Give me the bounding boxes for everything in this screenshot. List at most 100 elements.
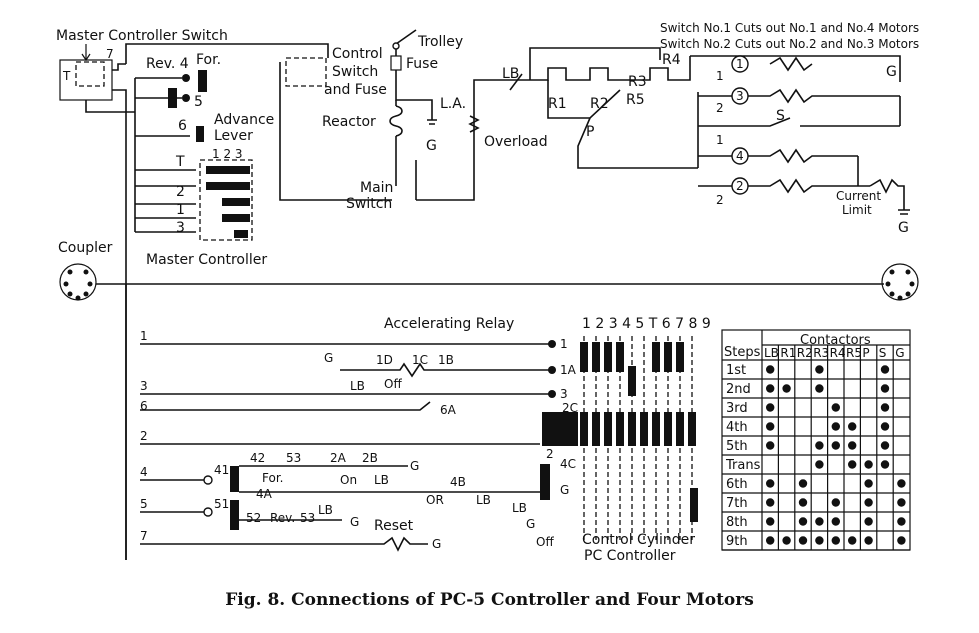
c52-label: 52 xyxy=(246,511,261,525)
c4a-label: 4A xyxy=(256,487,273,501)
lb-label: LB xyxy=(502,66,519,82)
c2a-label: 2A xyxy=(330,451,347,465)
contactor-on-dot xyxy=(880,441,890,450)
step-label: 3rd xyxy=(726,401,748,416)
m4-num: 4 xyxy=(736,149,744,163)
contactor-on-dot xyxy=(766,365,775,374)
c41-label: 41 xyxy=(214,463,229,477)
rev4-label: Rev. 4 xyxy=(146,56,189,72)
lb-ctl4-label: LB xyxy=(512,501,527,515)
contactor-on-dot xyxy=(766,403,775,412)
c51-label: 51 xyxy=(214,497,229,511)
r2-label: R2 xyxy=(590,96,609,112)
la-ground-label: G xyxy=(426,138,437,154)
c4c-label: 4C xyxy=(560,457,576,471)
reactor-label: Reactor xyxy=(322,114,376,130)
for-label: For. xyxy=(196,52,221,68)
c1c-label: 1C xyxy=(412,353,428,367)
wire3-label: 3 xyxy=(140,379,148,393)
rev-label: Rev. xyxy=(270,511,295,525)
c4b-label: 4B xyxy=(450,475,466,489)
contactor-on-dot xyxy=(864,460,873,469)
g-ctl2-label: G xyxy=(410,459,419,473)
lb-ctl2-label: LB xyxy=(374,473,389,487)
g-ctl5-label: G xyxy=(432,537,441,551)
c2c-label: 2C xyxy=(562,401,578,415)
c3-label: 3 xyxy=(560,387,568,401)
r4-label: R4 xyxy=(662,52,681,68)
contactor-col-r5: R5 xyxy=(846,346,862,360)
contactor-on-dot xyxy=(766,498,775,507)
for-ctl-label: For. xyxy=(262,471,283,485)
main-label: Main xyxy=(360,180,393,196)
contactor-on-dot xyxy=(831,498,840,507)
control-label: Control xyxy=(332,46,383,62)
off2-label: Off xyxy=(536,535,554,549)
m2b-label: 2 xyxy=(716,193,724,207)
cyl-cols-label: 1 2 3 4 5 T 6 7 8 9 xyxy=(582,316,711,332)
c6a-label: 6A xyxy=(440,403,457,417)
m1-num: 1 xyxy=(736,57,744,71)
contactor-on-dot xyxy=(880,422,890,431)
contactor-col-lb: LB xyxy=(764,346,779,360)
lb-ctl5-label: LB xyxy=(318,503,333,517)
c1-label: 1 xyxy=(560,337,568,351)
trolley-label: Trolley xyxy=(417,34,463,50)
m4-label: 1 xyxy=(716,133,724,147)
m3-num: 3 xyxy=(736,89,744,103)
contactor-on-dot xyxy=(897,479,906,488)
step-label: 4th xyxy=(726,420,748,435)
contactor-on-dot xyxy=(766,384,775,393)
contactor-on-dot xyxy=(766,517,775,526)
or-label: OR xyxy=(426,493,444,507)
contactor-on-dot xyxy=(897,517,906,526)
step-label: 7th xyxy=(726,496,748,511)
master-controller-contacts: Rev. 4 For. 5 6 Advance Lever 1 2 3 T 2 … xyxy=(134,52,274,268)
steps-header: Steps xyxy=(724,345,761,360)
contactor-on-dot xyxy=(880,403,890,412)
wire1-label: 1 xyxy=(140,329,148,343)
c1d-label: 1D xyxy=(376,353,393,367)
step-label: 9th xyxy=(726,534,748,549)
step-label: 8th xyxy=(726,515,748,530)
c2-label: 2 xyxy=(546,447,554,461)
contactor-col-r2: R2 xyxy=(797,346,813,360)
contactor-on-dot xyxy=(864,536,873,545)
contactor-on-dot xyxy=(798,498,808,507)
contactor-on-dot xyxy=(897,498,906,507)
one-label: 1 xyxy=(176,202,185,218)
r3-label: R3 xyxy=(628,74,647,90)
g-ctl6-label: G xyxy=(526,517,535,531)
control-cylinder-label: Control Cylinder xyxy=(582,532,695,548)
control-wiring: Accelerating Relay 1 1 G 1D 1C 1B 1A LB … xyxy=(140,316,578,552)
wire4-label: 4 xyxy=(140,465,148,479)
contactor-col-s: S xyxy=(879,346,887,360)
reset-label: Reset xyxy=(374,518,414,534)
c53-label: 53 xyxy=(286,451,301,465)
lb-ctl3-label: LB xyxy=(476,493,491,507)
fuse-label: Fuse xyxy=(406,56,438,72)
contactor-on-dot xyxy=(848,536,857,545)
switch-label: Switch xyxy=(332,64,378,80)
t2-label: T xyxy=(175,154,185,170)
contactor-on-dot xyxy=(848,460,857,469)
contactor-on-dot xyxy=(766,479,775,488)
c1b-label: 1B xyxy=(438,353,454,367)
contactor-col-p: P xyxy=(862,346,869,360)
contactor-on-dot xyxy=(831,536,840,545)
pc-controller-label: PC Controller xyxy=(584,548,676,564)
c1a-label: 1A xyxy=(560,363,577,377)
c2b-label: 2B xyxy=(362,451,378,465)
contactor-on-dot xyxy=(798,517,808,526)
main-switch-label: Switch xyxy=(346,196,392,212)
switch-no1-label: Switch No.1 Cuts out No.1 and No.4 Motor… xyxy=(660,21,919,35)
contactor-on-dot xyxy=(831,441,840,450)
contactor-on-dot xyxy=(815,365,824,374)
contactor-col-r3: R3 xyxy=(813,346,829,360)
contactor-col-g: G xyxy=(895,346,904,360)
steps-label: 1 2 3 xyxy=(212,147,243,161)
contactor-on-dot xyxy=(782,384,791,393)
contactor-on-dot xyxy=(880,384,890,393)
